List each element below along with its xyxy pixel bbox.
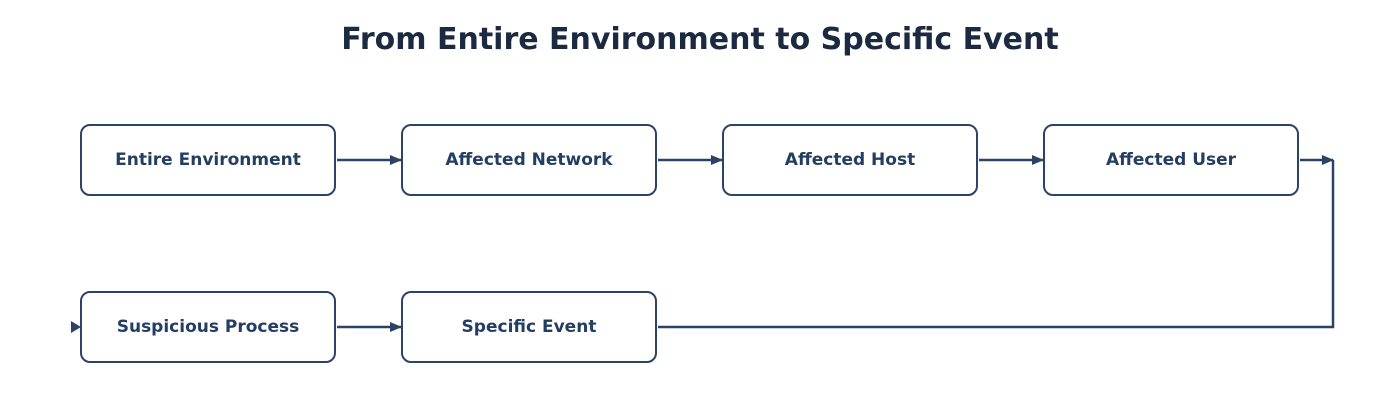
node-entire-environment: Entire Environment (80, 124, 336, 196)
edge-wrap-in-arrowhead (71, 321, 81, 333)
edge-wrap-connector (658, 160, 1335, 329)
node-label: Affected Network (445, 150, 613, 170)
node-label: Suspicious Process (116, 317, 300, 337)
node-affected-network: Affected Network (401, 124, 657, 196)
node-label: Entire Environment (115, 150, 301, 170)
node-label: Specific Event (461, 317, 597, 337)
diagram-title: From Entire Environment to Specific Even… (341, 22, 1059, 57)
node-suspicious-process: Suspicious Process (80, 291, 336, 363)
node-affected-host: Affected Host (722, 124, 978, 196)
node-label: Affected Host (784, 150, 916, 170)
node-specific-event: Specific Event (401, 291, 657, 363)
node-affected-user: Affected User (1043, 124, 1299, 196)
node-label: Affected User (1105, 150, 1237, 170)
